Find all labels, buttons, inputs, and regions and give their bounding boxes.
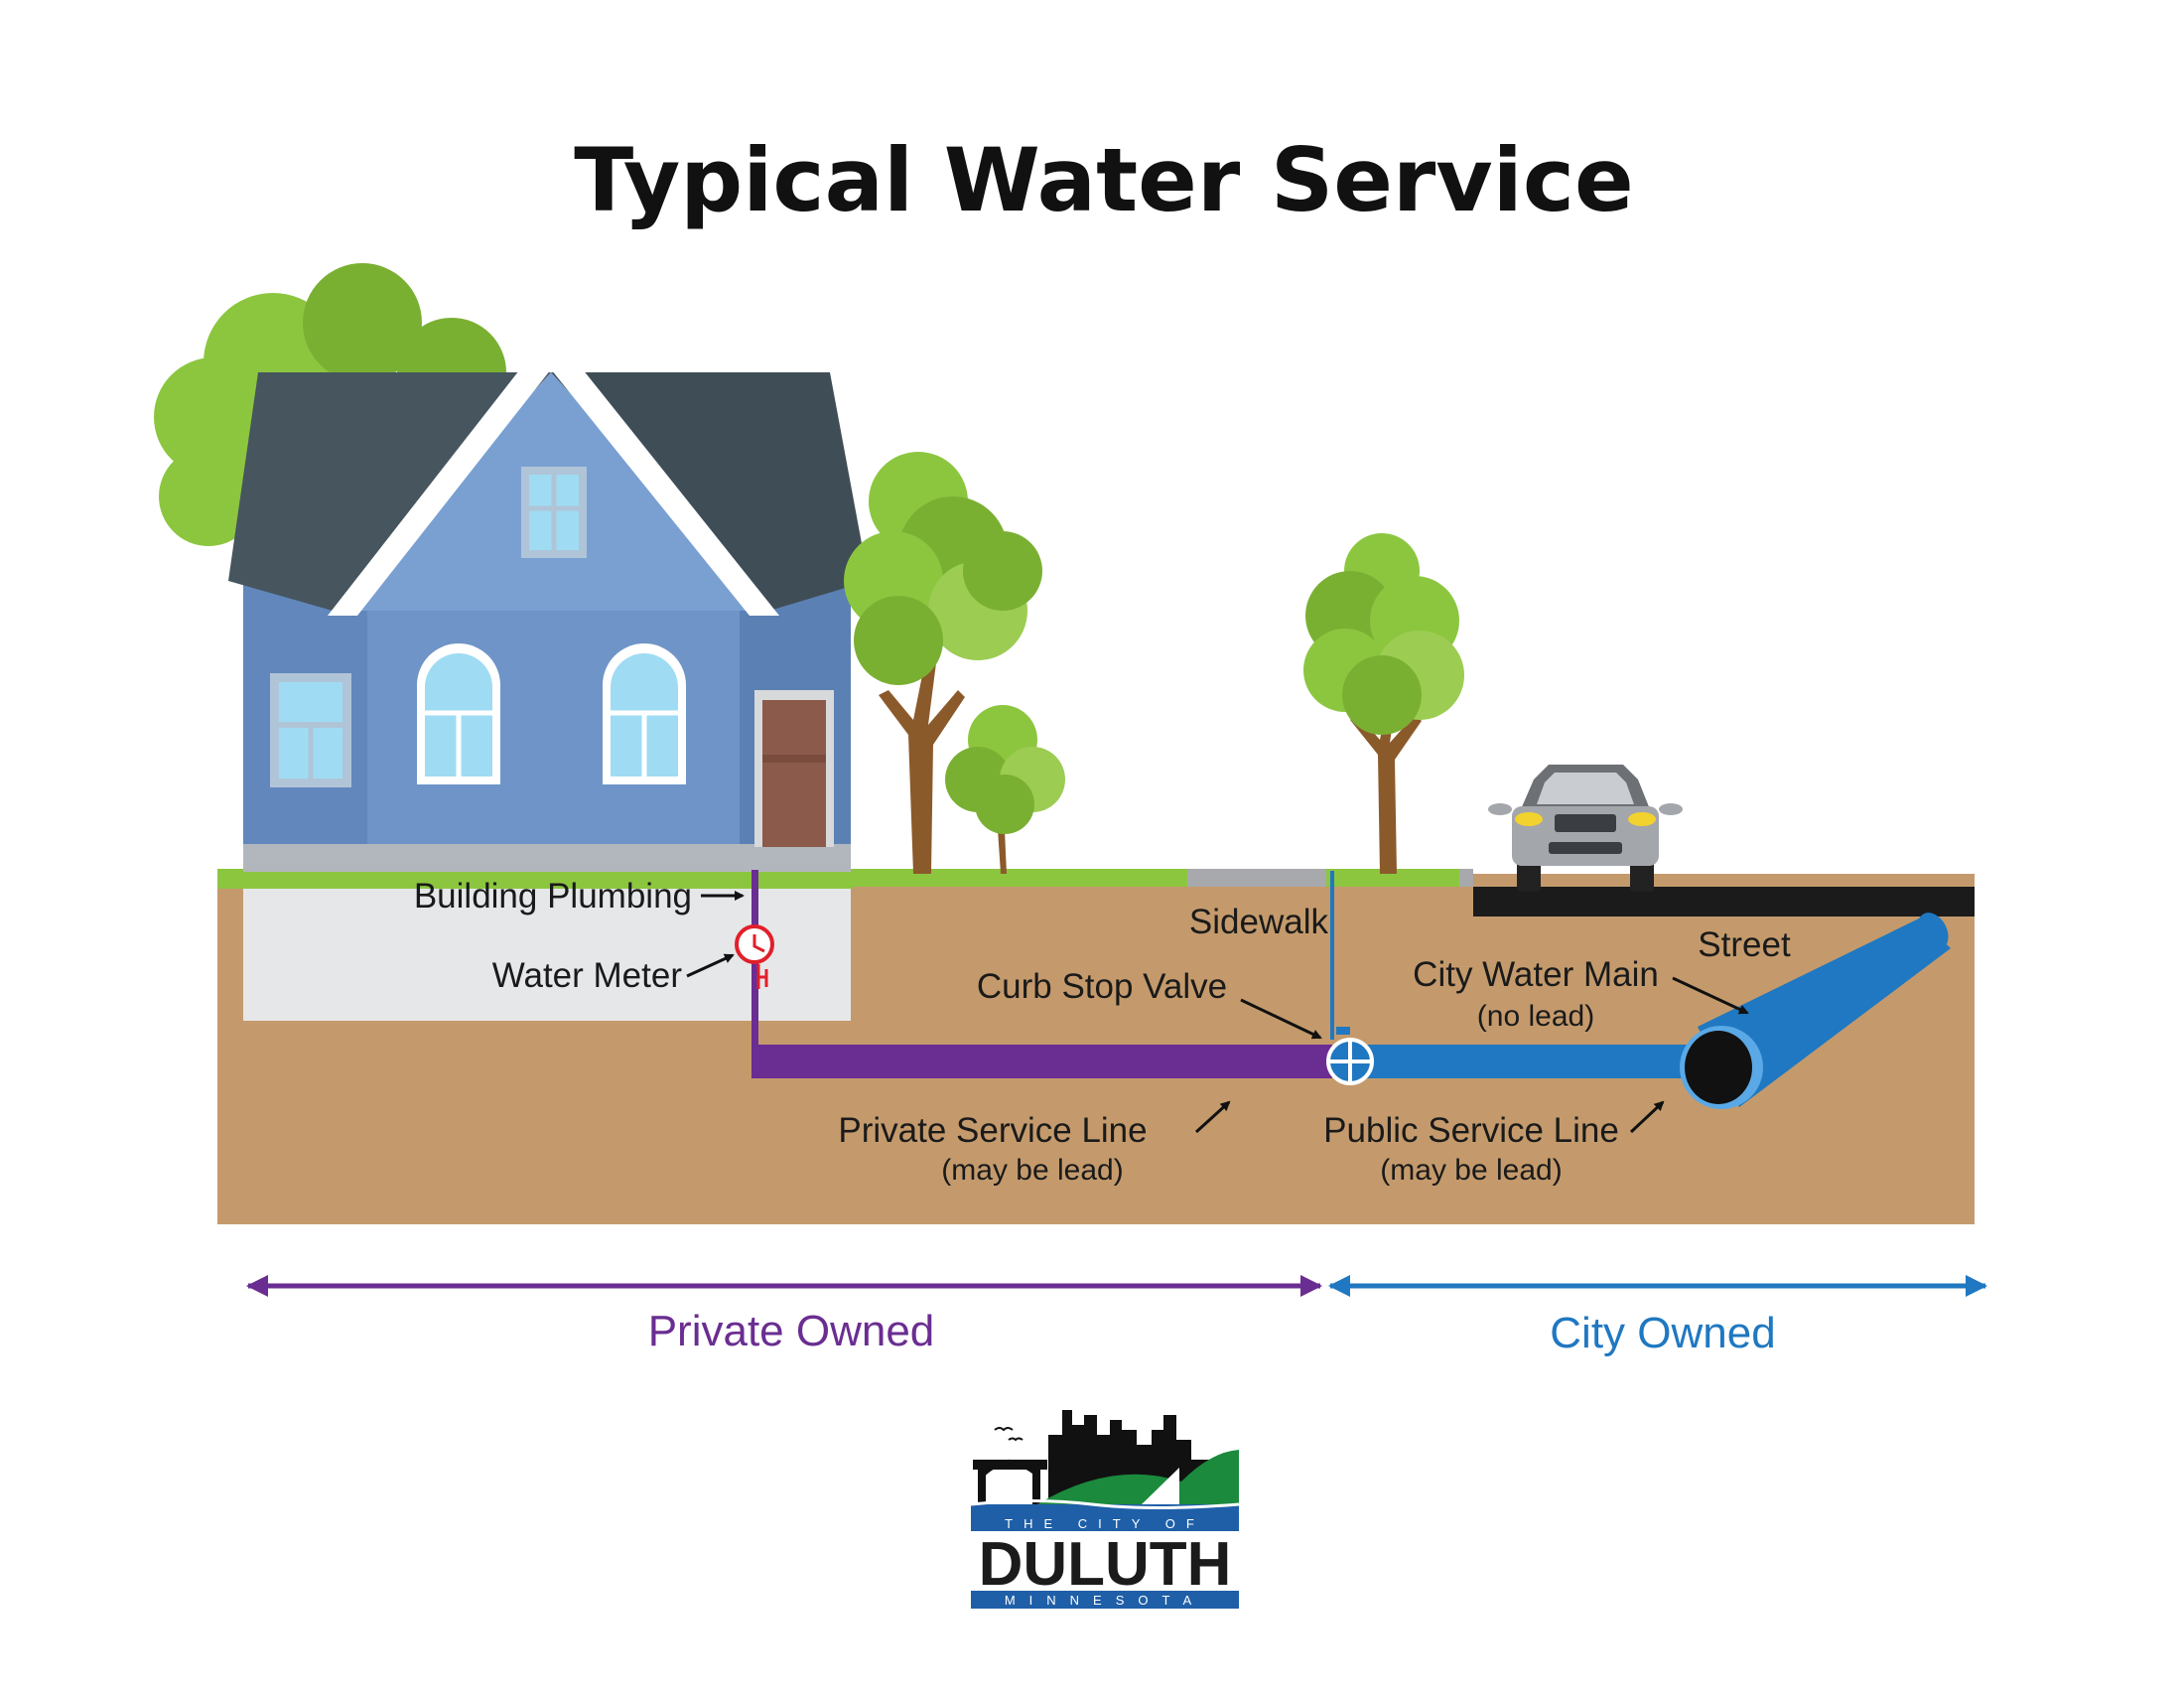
curb-stop-valve-icon: [1326, 1027, 1374, 1085]
curb-stop-valve-arrow: [1240, 998, 1322, 1040]
city-water-main-icon: [1680, 913, 1951, 1109]
street-label: Street: [1698, 925, 1791, 964]
lawn-grass: [217, 869, 853, 889]
diagram-title: Typical Water Service: [574, 129, 1633, 231]
sidewalk-slab: [1187, 869, 1326, 887]
public-service-line-label: Public Service Line: [1323, 1111, 1619, 1150]
logo-top-text: THE CITY OF: [1005, 1516, 1205, 1531]
city-water-main-label: City Water Main: [1413, 955, 1659, 994]
street-asphalt: [1473, 887, 1975, 917]
curb-grass: [1326, 869, 1465, 887]
curb-stop-valve-label: Curb Stop Valve: [977, 967, 1227, 1006]
curb: [1459, 869, 1473, 887]
city-owned-label: City Owned: [1550, 1309, 1775, 1357]
small-tree-icon: [945, 705, 1065, 874]
private-service-line-note: (may be lead): [941, 1154, 1123, 1187]
boulevard-tree-icon: [1303, 533, 1464, 874]
water-meter-label: Water Meter: [492, 956, 683, 995]
city-of-duluth-logo: THE CITY OF DULUTH MINNESOTA: [970, 1410, 1240, 1609]
water-meter-arrow: [686, 953, 735, 978]
public-service-line-pipe: [1335, 1045, 1693, 1078]
water-meter-icon: [735, 924, 774, 989]
tree-icon: [844, 452, 1042, 874]
public-service-line-arrow: [1629, 1100, 1665, 1134]
house-icon: [228, 330, 869, 872]
curb-stop-riser: [1330, 871, 1334, 1040]
city-water-main-arrow: [1672, 976, 1749, 1015]
logo-name: DULUTH: [979, 1530, 1232, 1599]
public-service-line-note: (may be lead): [1380, 1154, 1562, 1187]
building-plumbing-label: Building Plumbing: [414, 877, 692, 916]
logo-state: MINNESOTA: [1005, 1593, 1205, 1608]
private-service-line-arrow: [1194, 1100, 1231, 1134]
city-water-main-note: (no lead): [1477, 1000, 1594, 1033]
sidewalk-label: Sidewalk: [1189, 903, 1329, 941]
private-owned-label: Private Owned: [648, 1307, 935, 1355]
private-service-line-pipe: [751, 1045, 1332, 1078]
car-icon: [1488, 765, 1683, 892]
lawn-grass-middle: [849, 869, 1191, 887]
private-service-line-label: Private Service Line: [838, 1111, 1147, 1150]
